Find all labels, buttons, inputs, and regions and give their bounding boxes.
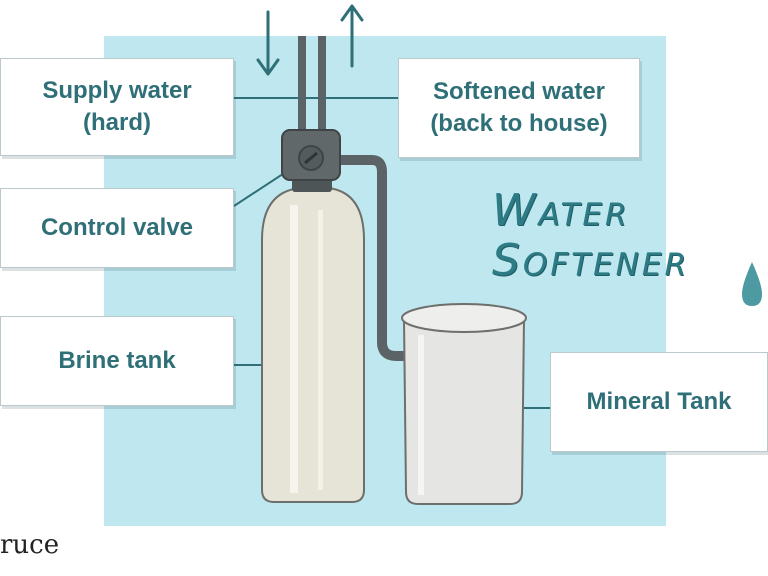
control-valve-text: Control valve <box>40 214 194 241</box>
connecting-hose <box>333 155 415 361</box>
control-valve-head <box>281 129 341 192</box>
diagram-title: Water Softener <box>492 185 689 286</box>
supply-water-label: Supply water (hard) <box>0 58 234 156</box>
softened-water-text: Softened water (back to house) <box>430 78 608 137</box>
mineral-tank-label: Mineral Tank <box>550 352 768 452</box>
inlet-outlet-pipes <box>298 36 326 136</box>
brine-tank-label: Brine tank <box>0 316 234 406</box>
brand-logo-text: ruce <box>0 530 60 560</box>
down-arrow-icon <box>256 10 280 76</box>
up-arrow-icon <box>340 4 364 68</box>
mineral-tank <box>401 303 527 505</box>
control-valve-label: Control valve <box>0 188 234 268</box>
water-drop-icon <box>742 262 762 306</box>
mineral-tank-text: Mineral Tank <box>586 388 732 415</box>
tall-tank <box>261 187 365 503</box>
brine-tank-text: Brine tank <box>58 347 176 374</box>
supply-water-text: Supply water (hard) <box>42 77 192 136</box>
softened-water-label: Softened water (back to house) <box>398 58 640 158</box>
